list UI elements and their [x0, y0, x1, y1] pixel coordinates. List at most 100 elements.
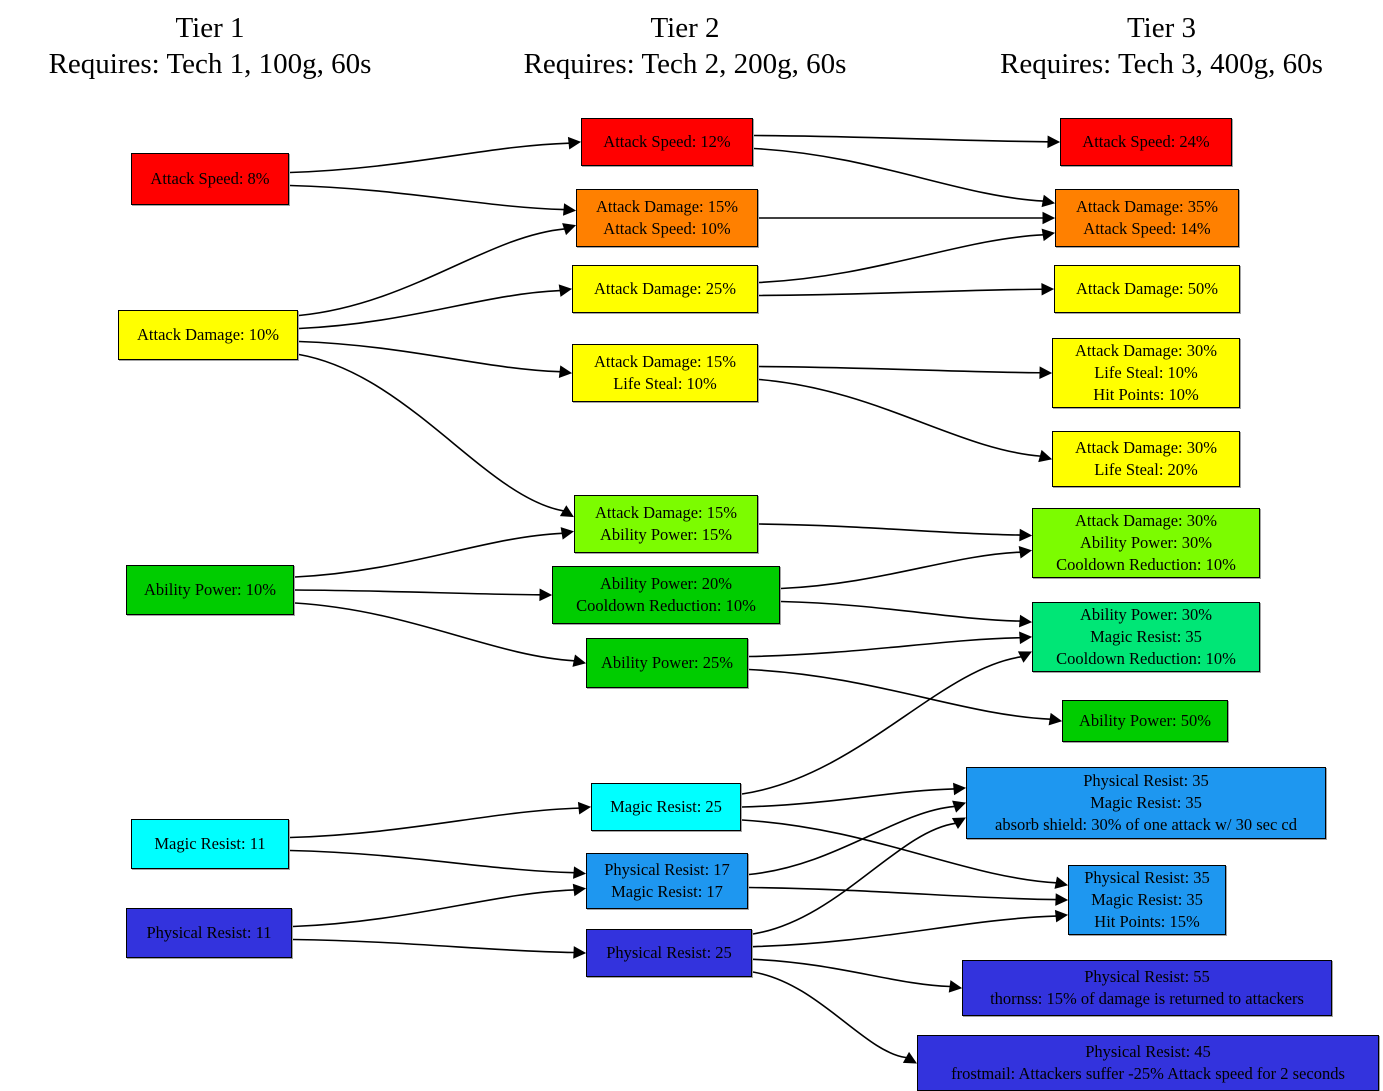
node-t2_ad15ls10[interactable]: Attack Damage: 15%Life Steal: 10% [572, 344, 758, 402]
node-label-line: Magic Resist: 25 [610, 797, 722, 816]
edge-t2_ap20cdr10-to-t3_ap30mr35cdr10 [780, 600, 1021, 622]
arrowhead-icon [573, 946, 587, 959]
edge-t1_ad10-to-t2_ad15as10 [298, 228, 565, 317]
node-t2_ad25[interactable]: Attack Damage: 25% [572, 265, 758, 313]
arrowhead-icon [573, 866, 587, 879]
arrowhead-icon [902, 1051, 917, 1064]
tier-1-requires: Requires: Tech 1, 100g, 60s [48, 48, 372, 80]
node-t2_ad15as10[interactable]: Attack Damage: 15%Attack Speed: 10% [576, 189, 758, 247]
node-label-line: Physical Resist: 55 [1084, 967, 1210, 986]
node-label-line: absorb shield: 30% of one attack w/ 30 s… [995, 815, 1297, 834]
arrowhead-icon [1041, 194, 1056, 208]
node-label-line: Attack Damage: 25% [593, 279, 737, 298]
arrowhead-icon [1019, 614, 1033, 628]
node-label-line: Attack Damage: 15% [593, 352, 737, 371]
edge-t2_pr25-to-t3_pr55thorns [752, 958, 951, 988]
edge-t1_mr11-to-t2_pr17mr17 [289, 849, 575, 874]
edge-t2_as12-to-t3_as24 [753, 134, 1049, 143]
arrowhead-icon [953, 782, 967, 796]
node-t1_as8[interactable]: Attack Speed: 8% [131, 153, 289, 205]
node-label-line: Physical Resist: 11 [146, 923, 272, 942]
node-label-line: Ability Power: 10% [144, 580, 276, 599]
arrowhead-icon [1019, 631, 1033, 645]
node-t2_ap25[interactable]: Ability Power: 25% [586, 638, 748, 688]
arrowhead-icon [572, 883, 587, 897]
node-t3_ad30ap30cdr10[interactable]: Attack Damage: 30%Ability Power: 30%Cool… [1032, 508, 1260, 578]
edge-t2_ad15ls10-to-t3_ad30ls20 [758, 378, 1041, 457]
node-label-line: Ability Power: 15% [600, 525, 732, 544]
edge-t2_pr25-to-t3_pr45frostmail [752, 971, 907, 1059]
node-t2_as12[interactable]: Attack Speed: 12% [581, 118, 753, 166]
node-label-line: Cooldown Reduction: 10% [576, 596, 756, 615]
node-label-line: Physical Resist: 45 [1085, 1042, 1211, 1061]
tier-1-title: Tier 1 [175, 12, 245, 44]
node-t3_pr45frostmail[interactable]: Physical Resist: 45 frostmail: Attackers … [917, 1035, 1379, 1091]
node-t1_mr11[interactable]: Magic Resist: 11 [131, 819, 289, 869]
node-label-line: Attack Speed: 14% [1083, 219, 1211, 238]
node-t2_ad15ap15[interactable]: Attack Damage: 15% Ability Power: 15% [574, 495, 758, 553]
node-t3_ad30ls20[interactable]: Attack Damage: 30% Life Steal: 20% [1052, 431, 1240, 487]
arrowhead-icon [567, 136, 582, 150]
arrowhead-icon [1054, 876, 1069, 889]
arrowhead-icon [558, 284, 573, 297]
node-label-line: Attack Damage: 30% [1074, 438, 1218, 457]
node-label-line: Ability Power: 20% [600, 574, 732, 593]
arrowhead-icon [572, 654, 587, 667]
node-label-line: Cooldown Reduction: 10% [1056, 555, 1236, 574]
edge-t2_ad15ap15-to-t3_ad30ap30cdr10 [758, 523, 1021, 536]
edge-t2_ad25-to-t3_ad35as14 [758, 234, 1044, 284]
node-t1_pr11[interactable]: Physical Resist: 11 [126, 908, 292, 958]
arrowhead-icon [560, 527, 575, 540]
edge-t1_ad10-to-t2_ad15ap15 [298, 353, 564, 512]
node-label-line: Attack Damage: 15% [594, 503, 738, 522]
arrowhead-icon [562, 223, 577, 236]
edge-t1_as8-to-t2_as12 [289, 142, 570, 174]
node-label-line: Hit Points: 15% [1094, 912, 1200, 931]
node-label-line: Attack Speed: 10% [603, 219, 731, 238]
node-t3_ad30ls10hp10[interactable]: Attack Damage: 30%Life Steal: 10%Hit Poi… [1052, 338, 1240, 408]
node-t3_ad50[interactable]: Attack Damage: 50% [1054, 265, 1240, 313]
arrowhead-icon [1047, 135, 1061, 149]
tier-header-2: Tier 2 Requires: Tech 2, 200g, 60s [445, 10, 925, 82]
node-label-line: Magic Resist: 35 [1091, 890, 1203, 909]
arrowhead-icon [1038, 449, 1053, 463]
node-label-line: Life Steal: 20% [1094, 460, 1198, 479]
tier-3-title: Tier 3 [1126, 12, 1197, 44]
node-label-line: thornss: 15% of damage is returned to at… [990, 989, 1304, 1008]
node-t2_mr25[interactable]: Magic Resist: 25 [591, 783, 741, 831]
node-label-line: Attack Speed: 8% [150, 169, 270, 188]
node-t3_ap50[interactable]: Ability Power: 50% [1062, 700, 1228, 742]
arrowhead-icon [539, 588, 553, 602]
edge-t1_pr11-to-t2_pr17mr17 [292, 889, 575, 928]
edge-t1_ap10-to-t2_ap20cdr10 [294, 589, 541, 596]
node-label-line: Cooldown Reduction: 10% [1056, 649, 1236, 668]
edge-t1_as8-to-t2_ad15as10 [289, 184, 565, 211]
arrowhead-icon [559, 505, 574, 518]
node-t3_ad35as14[interactable]: Attack Damage: 35%Attack Speed: 14% [1055, 189, 1239, 247]
arrowhead-icon [952, 800, 967, 813]
edge-t1_pr11-to-t2_pr25 [292, 938, 575, 954]
node-t1_ad10[interactable]: Attack Damage: 10% [118, 310, 298, 360]
node-t2_ap20cdr10[interactable]: Ability Power: 20% Cooldown Reduction: 10… [552, 566, 780, 624]
node-label-line: Attack Speed: 24% [1082, 132, 1210, 151]
tier-2-title: Tier 2 [650, 12, 720, 44]
node-t1_ap10[interactable]: Ability Power: 10% [126, 565, 294, 615]
arrowhead-icon [1041, 282, 1055, 296]
arrowhead-icon [1017, 651, 1033, 663]
tier-3-requires: Requires: Tech 3, 400g, 60s [1000, 48, 1323, 80]
node-t3_pr55thorns[interactable]: Physical Resist: 55 thornss: 15% of damag… [962, 960, 1332, 1016]
arrowhead-icon [562, 203, 577, 216]
edge-t2_ap20cdr10-to-t3_ad30ap30cdr10 [780, 551, 1021, 590]
node-label-line: Attack Speed: 12% [603, 132, 731, 151]
node-t2_pr25[interactable]: Physical Resist: 25 [586, 929, 752, 977]
node-t3_as24[interactable]: Attack Speed: 24% [1060, 118, 1232, 166]
node-label-line: Ability Power: 30% [1080, 605, 1212, 624]
arrowhead-icon [1041, 228, 1056, 242]
arrowhead-icon [1019, 528, 1033, 542]
edge-t1_ad10-to-t2_ad25 [298, 289, 561, 330]
node-label-line: frostmail: Attackers suffer -25% Attack … [951, 1064, 1345, 1083]
